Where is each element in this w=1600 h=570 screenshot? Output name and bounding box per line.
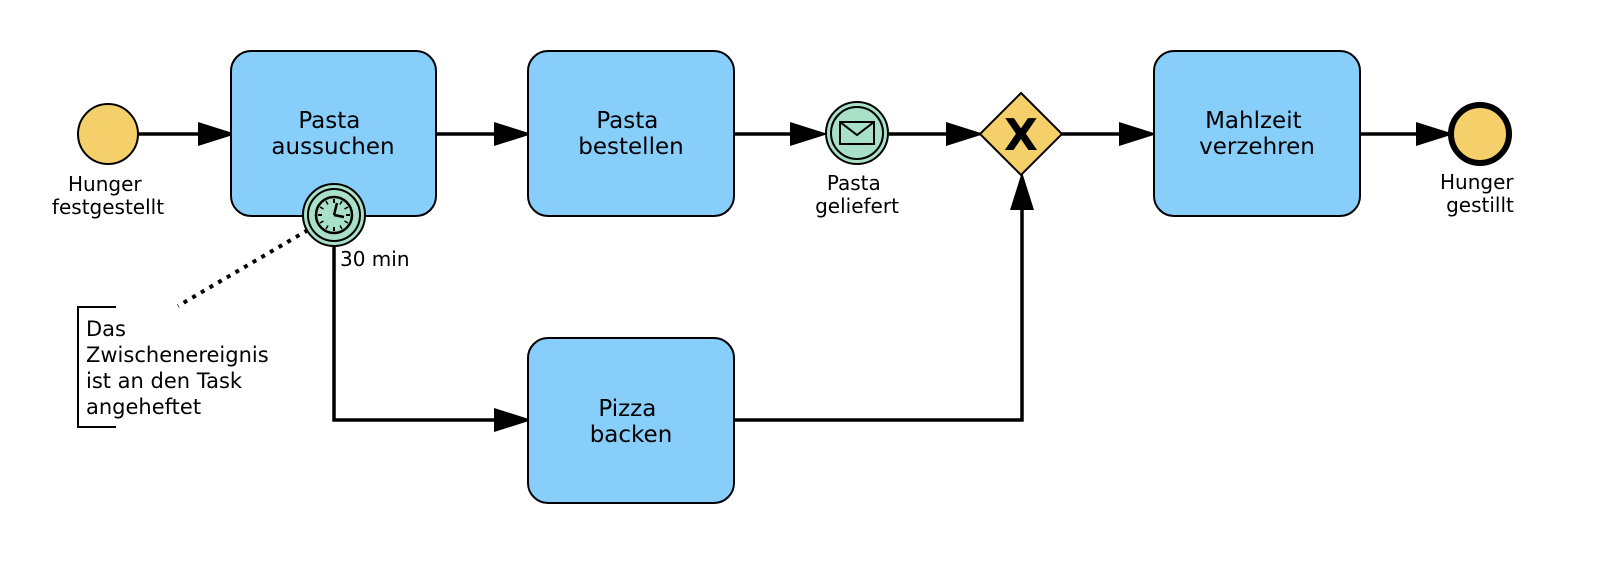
flow-timer-to-pizza [332,247,498,422]
task-label: Pasta bestellen [578,108,683,160]
clock-icon [314,195,354,235]
annotation-text: Das Zwischenereignis ist an den Task ang… [86,317,275,419]
arrowhead [494,408,532,432]
task-pasta-aussuchen[interactable]: Pasta aussuchen [230,50,437,217]
gateway-x-marker: X [1004,110,1038,161]
boundary-timer-event[interactable] [302,183,366,247]
arrowhead [1119,122,1157,146]
message-event-label: Pasta geliefert [815,171,899,218]
arrowhead [790,122,828,146]
arrowhead [1416,122,1454,146]
start-event-circle[interactable] [77,103,139,165]
task-box[interactable] [527,337,735,504]
task-label: Pasta aussuchen [271,108,394,160]
flow-pizza-to-gateway [734,205,1024,422]
start-event-label: Hunger festgestellt [52,172,164,219]
association-line [176,228,310,308]
message-catch-event[interactable] [825,101,889,165]
annotation-bracket [77,306,116,428]
end-event-circle[interactable] [1448,102,1512,166]
task-label: Mahlzeit verzehren [1199,108,1315,160]
task-mahlzeit-verzehren[interactable]: Mahlzeit verzehren [1153,50,1361,217]
start-event[interactable] [77,103,139,165]
exclusive-gateway[interactable]: X [978,91,1064,177]
task-pizza-backen[interactable]: Pizza backen [527,337,735,504]
timer-label: 30 min [340,247,410,271]
envelope-icon [839,121,875,145]
task-pasta-bestellen[interactable]: Pasta bestellen [527,50,735,217]
task-label: Pizza backen [590,396,673,448]
arrowhead [198,122,236,146]
sequence-flows [139,122,1454,432]
gateway-diamond[interactable] [978,91,1064,177]
arrowhead [1010,172,1034,210]
task-box[interactable] [1153,50,1361,217]
end-event[interactable] [1448,102,1512,166]
arrowhead [494,122,532,146]
arrowhead [946,122,984,146]
task-box[interactable] [527,50,735,217]
end-event-label: Hunger gestillt [1440,170,1520,217]
